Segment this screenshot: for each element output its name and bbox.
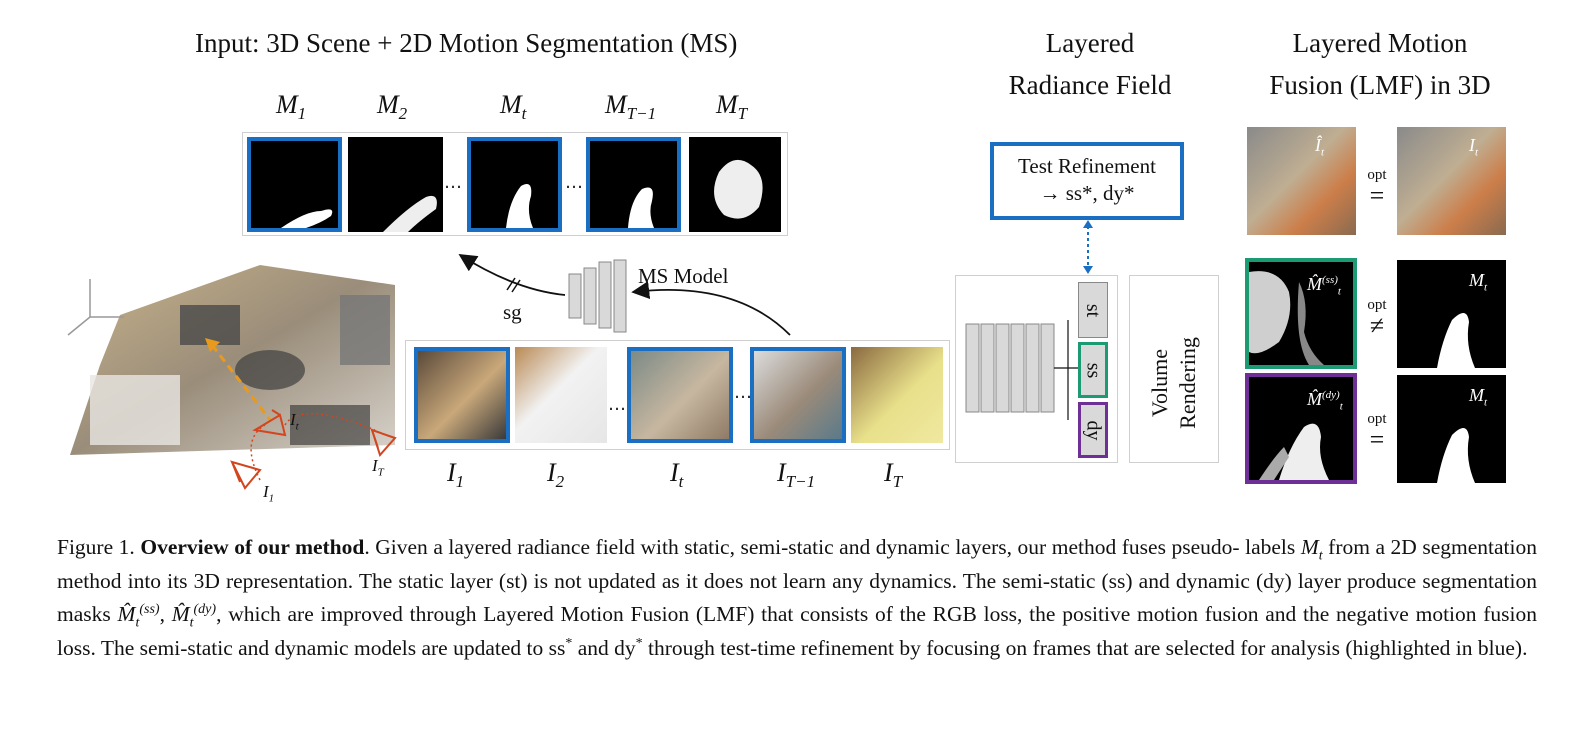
camera-i1-icon [230, 460, 262, 490]
mask-thumb-t [467, 137, 562, 232]
lrf-title-line1: Layered [1045, 28, 1135, 58]
frame-thumb-2 [515, 347, 607, 443]
ms-model-diagram [458, 254, 791, 336]
mask-label-T-1: MT−1 [605, 90, 657, 124]
relation-rgb: opt = [1367, 167, 1387, 210]
caption-s2sub: t [1318, 548, 1323, 564]
lmf-ss-mask-tag: M̂(ss)t [1307, 274, 1341, 298]
caption-s3b: , which are improved through Layered Mot… [216, 602, 624, 626]
caption-s3comma: , [159, 602, 172, 626]
caption-s2b: from a 2D segmentation method into its 3… [57, 535, 1538, 593]
mask-thumb-2 [348, 137, 443, 232]
lmf-rendered-image-tag: Ît [1315, 135, 1325, 159]
figure-caption: Figure 1. Overview of our method. Given … [57, 531, 1537, 665]
caption-s5a: models are updated to ss [353, 635, 566, 660]
volume-rendering-panel [1129, 275, 1219, 463]
sg-label: sg [503, 300, 522, 324]
frame-thumb-T-1 [750, 347, 846, 443]
test-refinement-box: Test Refinement → ss*, dy* [990, 142, 1184, 220]
camera-it-icon [252, 409, 287, 437]
caption-s3sup2: (dy) [193, 601, 217, 617]
lmf-dy-mask-tag: M̂(dy)t [1307, 389, 1343, 413]
caption-s5b: and dy [572, 635, 636, 660]
camera-label-i1: I1 [263, 482, 275, 505]
caption-s3sub2: t [189, 615, 194, 631]
caption-s5sup2: * [635, 635, 643, 651]
lmf-dy-mask: M̂(dy)t [1245, 373, 1357, 484]
caption-s3m2: M̂ [171, 602, 190, 626]
mask-ellipsis-2: … [565, 172, 583, 193]
frame-thumb-T [851, 347, 943, 443]
lrf-title-line2: Radiance Field [1008, 70, 1172, 100]
scene-point-cloud [60, 255, 400, 465]
lmf-ss-mask: M̂(ss)t [1245, 258, 1357, 369]
caption-s3sup1: (ss) [139, 601, 160, 617]
test-refinement-line1: Test Refinement [1018, 154, 1156, 178]
lmf-rendered-image: Ît [1247, 127, 1356, 235]
lmf-input-image: It [1397, 127, 1506, 235]
mask-thumb-T-1 [586, 137, 681, 232]
mask-ellipsis-1: … [444, 172, 462, 193]
frame-label-T-1: IT−1 [777, 458, 816, 492]
frame-ellipsis-1: … [608, 394, 626, 415]
ms-model-label: MS Model [638, 264, 729, 288]
volume-rendering-label: Volume Rendering [1147, 337, 1200, 429]
camera-trajectory [205, 338, 397, 490]
test-refinement-line2: → ss*, dy* [1039, 181, 1135, 205]
frame-label-t: It [670, 458, 684, 492]
lmf-title-line2: Fusion (LMF) in 3D [1269, 70, 1491, 100]
lmf-pseudo-mask-2: Mt [1397, 375, 1506, 483]
caption-s2a: labels [1245, 535, 1301, 559]
layer-ss: ss [1078, 342, 1108, 398]
caption-s3m1: M̂ [117, 602, 136, 626]
caption-s3a: The semi-static (ss) and dynamic (dy) la… [57, 568, 1537, 627]
mask-thumb-T [689, 137, 781, 232]
caption-s1: . Given a layered radiance field with st… [364, 535, 1240, 559]
relation-positive: opt = [1367, 411, 1387, 454]
caption-s5c: through test-time refinement by focusing… [642, 635, 1528, 660]
caption-s2m: M [1300, 535, 1319, 559]
mask-label-T: MT [716, 90, 748, 124]
lmf-input-image-tag: It [1469, 135, 1479, 159]
axes-icon [67, 279, 124, 336]
frame-label-1: I1 [447, 458, 465, 492]
input-title: Input: 3D Scene + 2D Motion Segmentation… [195, 28, 738, 58]
frame-label-T: IT [884, 458, 903, 492]
camera-label-it: It [290, 410, 299, 433]
camera-label-iT: IT [372, 456, 384, 479]
caption-bold: Overview of our method [140, 535, 365, 559]
frame-ellipsis-2: … [734, 382, 752, 403]
layer-st: st [1078, 282, 1108, 338]
lmf-title-line1: Layered Motion [1292, 28, 1468, 58]
frame-thumb-1 [414, 347, 510, 443]
lmf-pseudo-mask-1: Mt [1397, 260, 1506, 368]
frame-thumb-t [627, 347, 733, 443]
mask-thumb-1 [247, 137, 342, 232]
mask-label-1: M1 [276, 90, 307, 124]
mask-label-t: Mt [500, 90, 527, 124]
layer-dy: dy [1078, 402, 1108, 458]
caption-s3sub1: t [135, 615, 140, 631]
lmf-pseudo-mask-1-tag: Mt [1469, 270, 1488, 294]
relation-negative: opt ≠ [1367, 297, 1387, 340]
caption-s5sup1: * [565, 635, 573, 651]
lrf-network [965, 320, 1080, 420]
refinement-link [1083, 220, 1093, 274]
lmf-pseudo-mask-2-tag: Mt [1469, 385, 1488, 409]
mask-label-2: M2 [377, 90, 408, 124]
caption-prefix: Figure 1. [57, 535, 135, 559]
camera-iT-icon [370, 428, 397, 457]
caption-s4: Fusion (LMF) that consists of the RGB lo… [57, 602, 1538, 660]
frame-label-2: I2 [547, 458, 565, 492]
